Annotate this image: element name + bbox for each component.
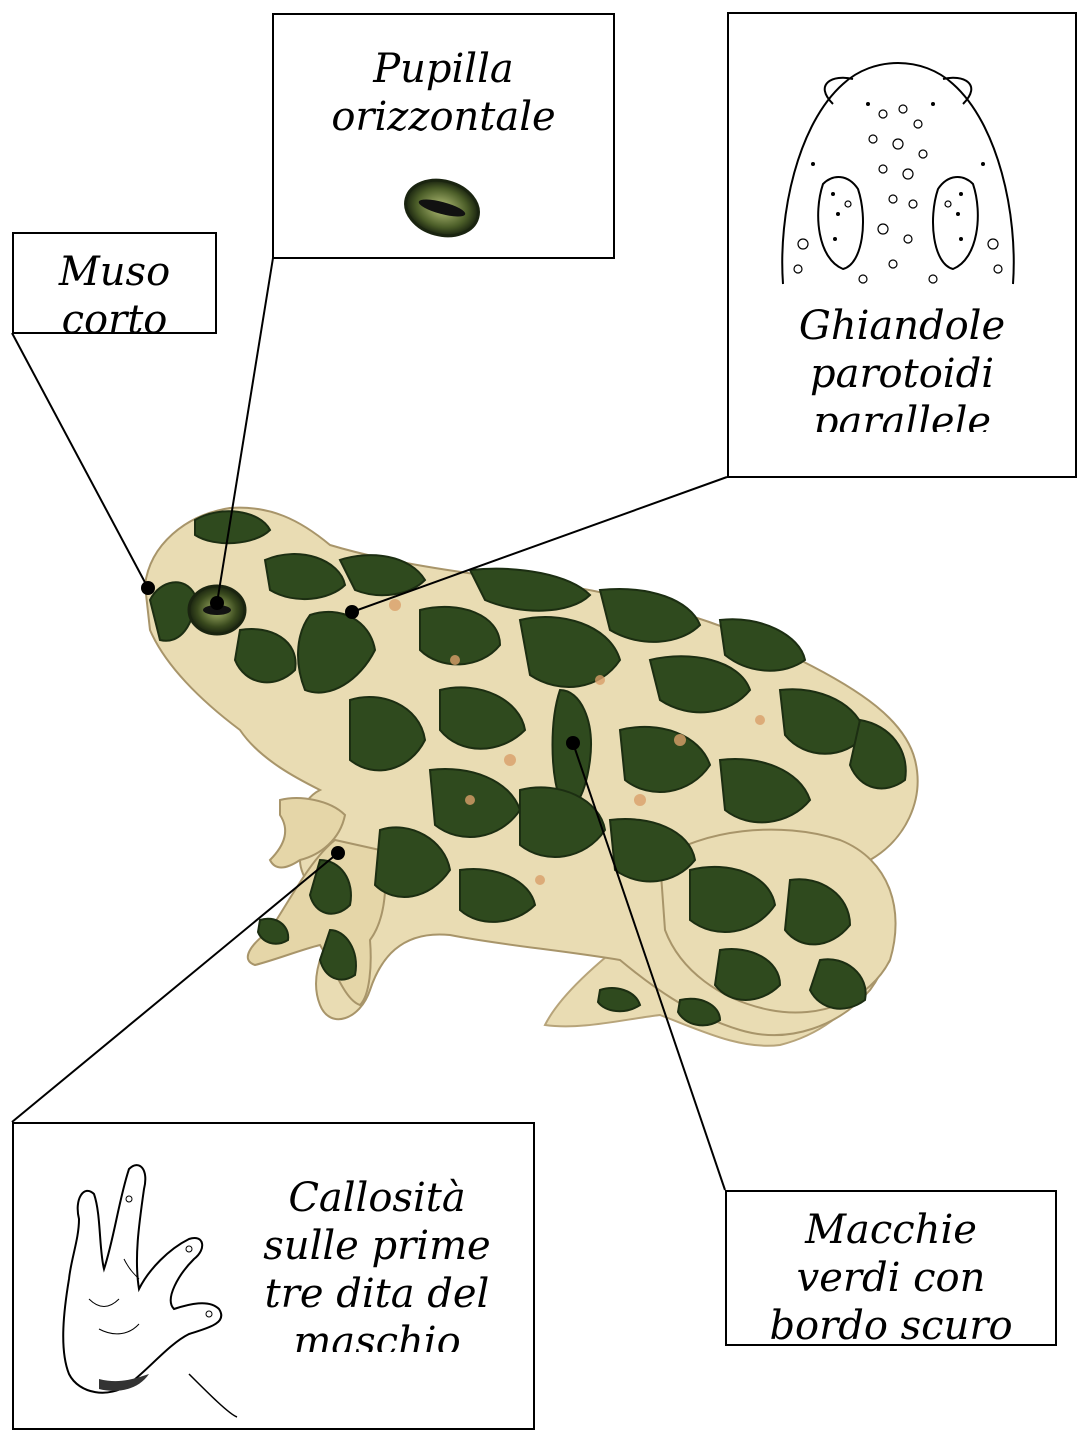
- pointer-line-snout: [12, 333, 148, 588]
- calluses-callout-box: Callosità sulle prime tre dita del masch…: [12, 1122, 535, 1430]
- snout-callout-box: Muso corto: [12, 232, 217, 334]
- pointer-dot-snout: [141, 581, 155, 595]
- calluses-callout-label: Callosità sulle prime tre dita del masch…: [242, 1174, 512, 1352]
- pupil-callout-label: Pupilla orizzontale: [274, 45, 613, 141]
- spots-label-line3: bordo scuro: [727, 1302, 1055, 1342]
- parotoid-label-line2: parotoidi: [749, 350, 1055, 398]
- spots-callout-label: Macchie verdi con bordo scuro: [727, 1206, 1055, 1342]
- pupil-callout-box: Pupilla orizzontale: [272, 13, 615, 259]
- pointer-dot-calluses: [331, 846, 345, 860]
- toad-illustration: [145, 508, 918, 1046]
- pointer-dot-parotoid: [345, 605, 359, 619]
- snout-label-line1: Muso: [14, 248, 215, 296]
- calluses-label-line3: tre dita del: [242, 1270, 512, 1318]
- pupil-label-line2: orizzontale: [274, 93, 613, 141]
- spots-callout-box: Macchie verdi con bordo scuro: [725, 1190, 1057, 1346]
- hand-illustration: [39, 1159, 239, 1419]
- pupil-label-line1: Pupilla: [274, 45, 613, 93]
- snout-label-line2: corto: [14, 296, 215, 334]
- pointer-dot-spots: [566, 736, 580, 750]
- pointer-line-calluses: [12, 853, 338, 1122]
- spots-label-line2: verdi con: [727, 1254, 1055, 1302]
- pupil-eye-illustration: [402, 177, 482, 239]
- calluses-label-line1: Callosità: [242, 1174, 512, 1222]
- parotoid-callout-label: Ghiandole parotoidi parallele: [749, 302, 1055, 432]
- snout-callout-label: Muso corto: [14, 248, 215, 334]
- spots-label-line1: Macchie: [727, 1206, 1055, 1254]
- toad-head-topview-illustration: [773, 44, 1023, 294]
- parotoid-label-line3: parallele: [749, 398, 1055, 432]
- calluses-label-line4: maschio: [242, 1318, 512, 1352]
- parotoid-label-line1: Ghiandole: [749, 302, 1055, 350]
- parotoid-callout-box: Ghiandole parotoidi parallele: [727, 12, 1077, 478]
- calluses-label-line2: sulle prime: [242, 1222, 512, 1270]
- pointer-dot-pupil: [210, 596, 224, 610]
